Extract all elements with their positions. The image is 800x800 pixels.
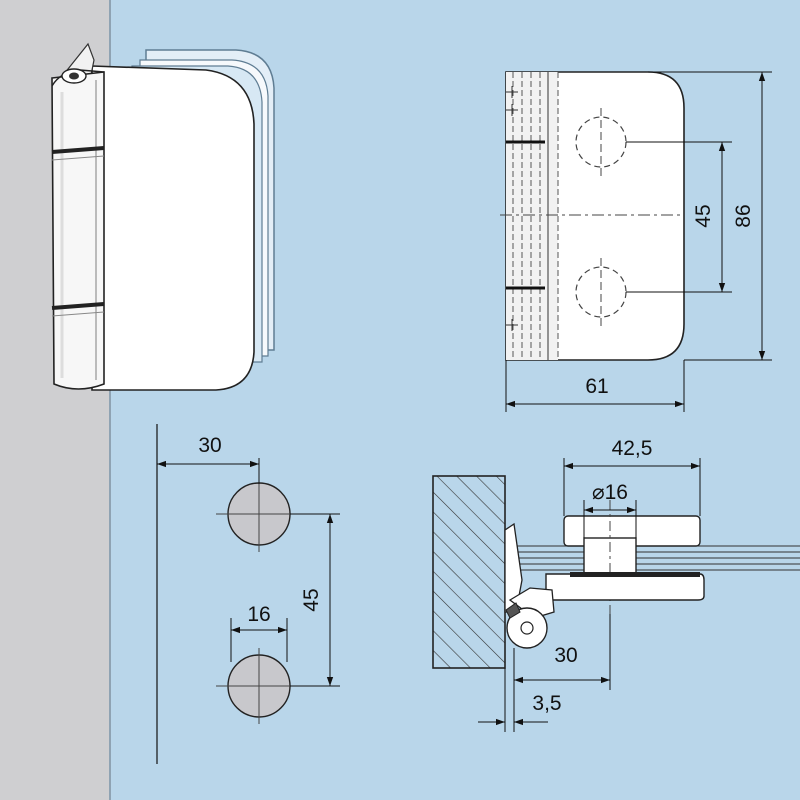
hinge-3d-illustration xyxy=(51,42,275,391)
hole-offset-label: 30 xyxy=(198,434,221,457)
front-hole-spacing-label: 45 xyxy=(692,204,715,227)
hole-diameter-label: 16 xyxy=(247,603,270,626)
front-view-dimensions xyxy=(505,71,772,412)
section-view xyxy=(432,475,800,669)
hole-pattern-view xyxy=(156,424,302,764)
hole-spacing-label: 45 xyxy=(300,588,323,611)
wall-section xyxy=(432,475,506,669)
hole-pattern-dimensions xyxy=(157,458,340,687)
section-width-label: 42,5 xyxy=(612,437,653,460)
front-width-label: 61 xyxy=(585,375,608,398)
section-offset-label: 30 xyxy=(554,644,577,667)
front-height-label: 86 xyxy=(732,204,755,227)
section-diameter-label: ⌀16 xyxy=(592,481,628,504)
section-gap-label: 3,5 xyxy=(532,692,561,715)
section-dimensions xyxy=(478,458,701,732)
front-view xyxy=(500,71,685,361)
